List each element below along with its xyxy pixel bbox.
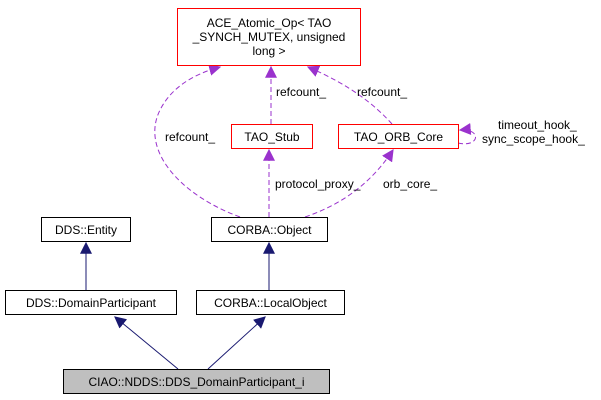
- node-dds-entity[interactable]: DDS::Entity: [41, 217, 131, 242]
- node-corba-object[interactable]: CORBA::Object: [211, 217, 328, 242]
- node-tao-stub-label: TAO_Stub: [244, 129, 300, 144]
- edge-label-protocol-proxy: protocol_proxy_: [275, 177, 361, 191]
- node-ace-atomic-op-line1: ACE_Atomic_Op< TAO: [206, 16, 332, 30]
- edge-label-sync-scope-hook: sync_scope_hook_: [482, 132, 585, 146]
- edge-label-refcount-orbcore: refcount_: [357, 85, 408, 99]
- node-dds-domain-participant[interactable]: DDS::DomainParticipant: [5, 290, 177, 315]
- edge-label-orb-core: orb_core_: [383, 177, 438, 191]
- node-corba-local-object-label: CORBA::LocalObject: [214, 295, 327, 310]
- edge-atomicop-to-object: [154, 63, 241, 218]
- node-corba-local-object[interactable]: CORBA::LocalObject: [196, 290, 345, 315]
- node-ciao-ndds-dds-domain-participant-i: CIAO::NDDS::DDS_DomainParticipant_i: [63, 369, 330, 394]
- node-ace-atomic-op[interactable]: ACE_Atomic_Op< TAO _SYNCH_MUTEX, unsigne…: [177, 8, 361, 66]
- node-corba-object-label: CORBA::Object: [227, 222, 312, 237]
- edge-label-timeout-hook: timeout_hook_: [498, 118, 577, 132]
- node-tao-orb-core-label: TAO_ORB_Core: [353, 129, 444, 144]
- node-dds-entity-label: DDS::Entity: [54, 222, 117, 237]
- node-ciao-ndds-dds-domain-participant-i-label: CIAO::NDDS::DDS_DomainParticipant_i: [88, 374, 305, 389]
- edge-orbcore-self: [457, 123, 476, 145]
- edge-label-refcount-object: refcount_: [165, 130, 216, 144]
- edge-label-refcount-stub: refcount_: [276, 85, 327, 99]
- edge-localobject-to-impl: [207, 316, 266, 370]
- node-ace-atomic-op-line3: long >: [252, 44, 286, 58]
- node-tao-stub[interactable]: TAO_Stub: [231, 124, 313, 149]
- node-tao-orb-core[interactable]: TAO_ORB_Core: [338, 124, 459, 149]
- node-dds-domain-participant-label: DDS::DomainParticipant: [25, 295, 157, 310]
- edge-atomicop-to-orbcore: [306, 65, 393, 125]
- node-ace-atomic-op-line2: _SYNCH_MUTEX, unsigned: [192, 30, 346, 44]
- edge-domainparticipant-to-impl: [114, 316, 179, 370]
- edge-orbcore-to-object: [304, 148, 394, 218]
